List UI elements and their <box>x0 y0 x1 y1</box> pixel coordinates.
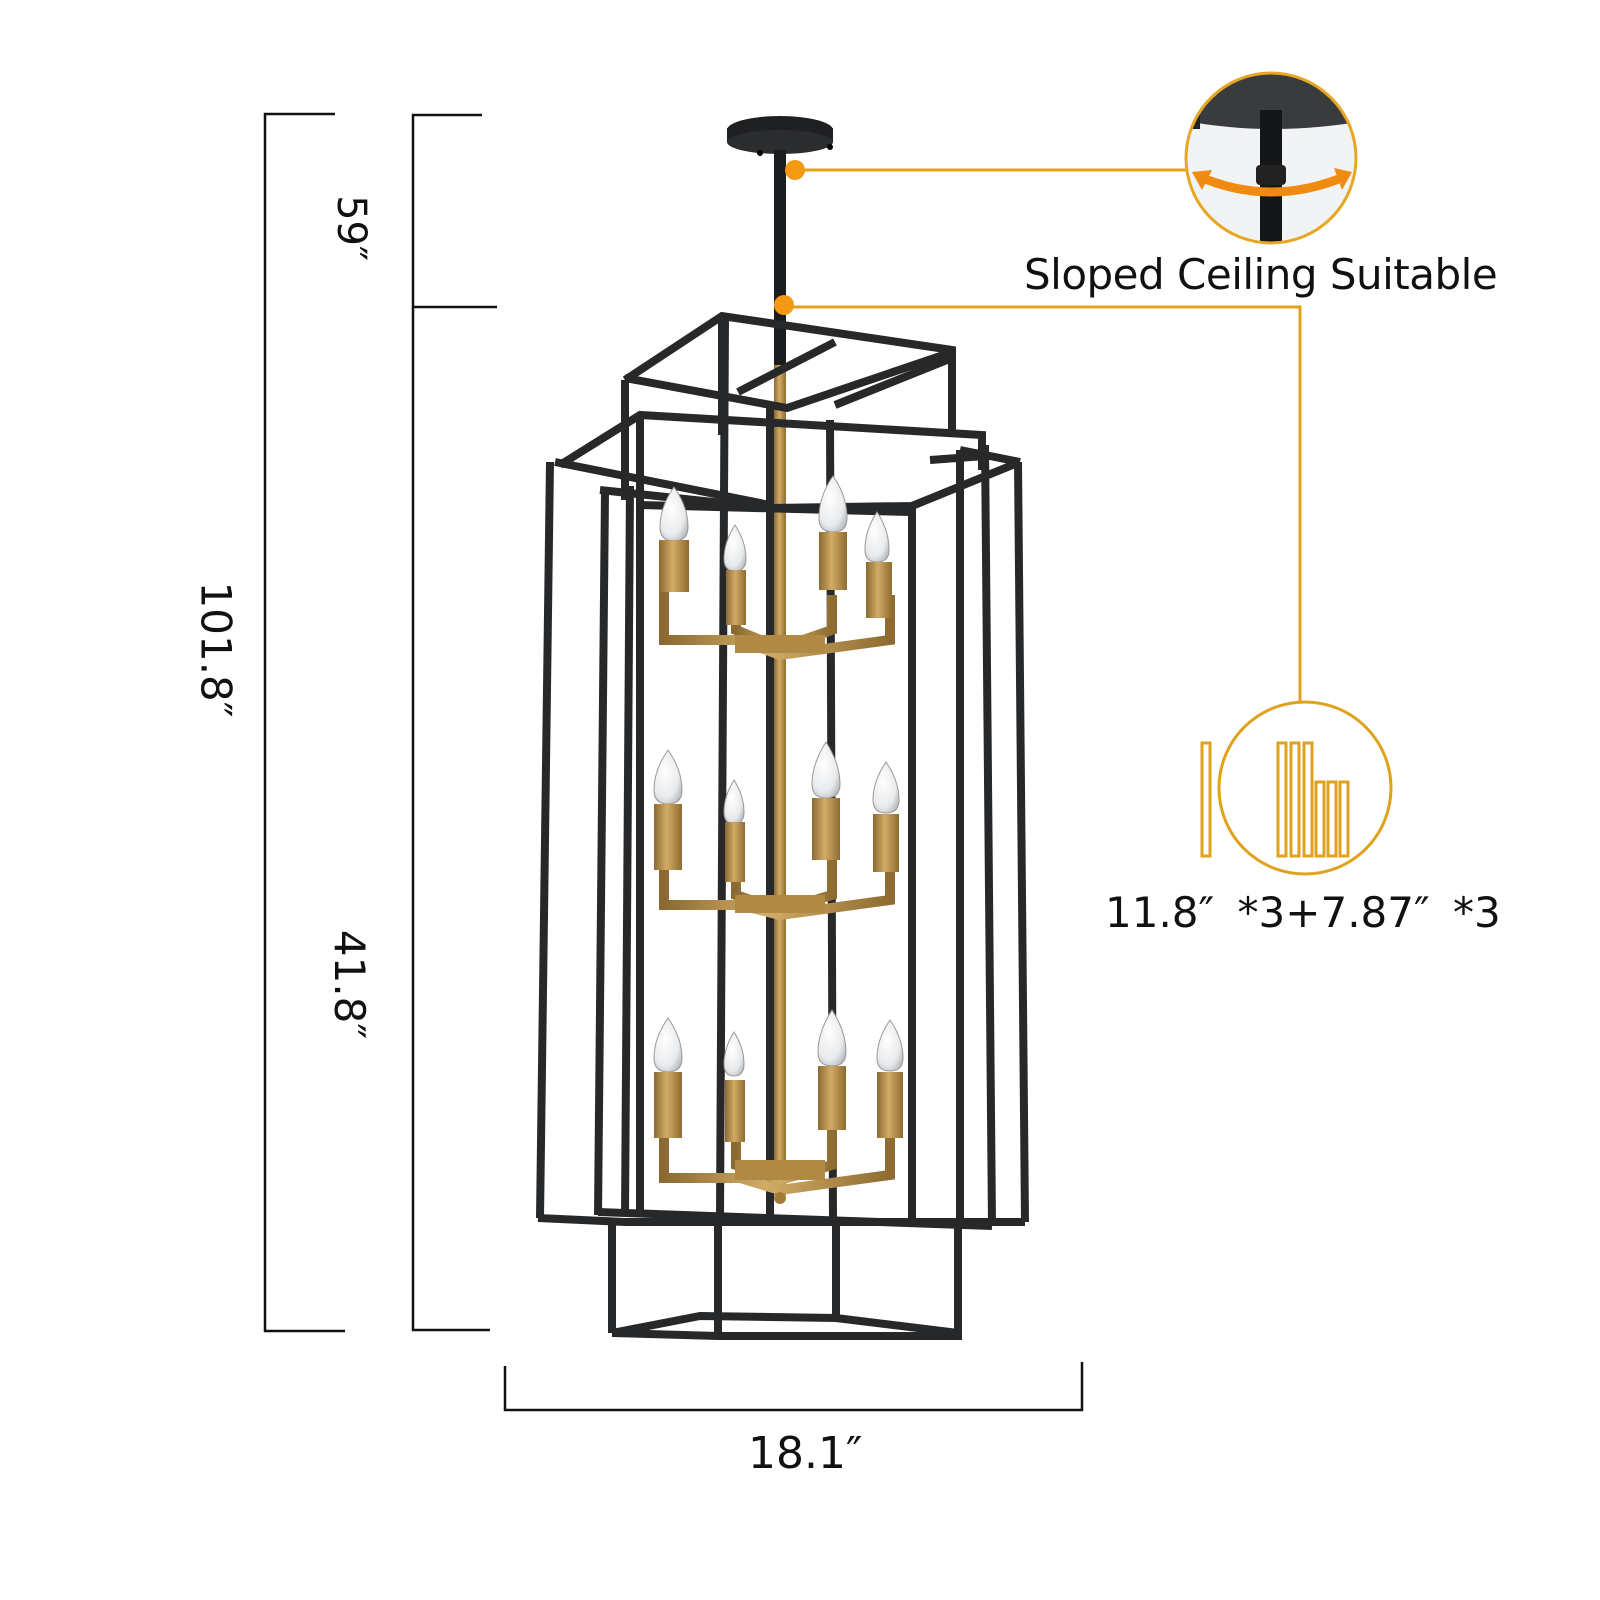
callout-dot-canopy <box>785 160 805 180</box>
rotate-arrow-icon <box>1196 171 1348 197</box>
bulb <box>872 761 900 872</box>
callout-rods <box>774 295 1302 702</box>
bulb <box>723 779 745 882</box>
dimension-bracket-overall <box>263 112 345 1333</box>
bulb <box>876 1019 904 1138</box>
bulb <box>659 486 689 592</box>
bulb <box>653 749 683 870</box>
dimension-bracket-width <box>503 1362 1084 1412</box>
width-label: 18.1″ <box>748 1428 863 1479</box>
bulb <box>811 741 841 860</box>
bulb <box>653 1017 683 1138</box>
extension-rods-label: 11.8″ *3+7.87″ *3 <box>1105 888 1501 937</box>
callout-sloped <box>785 160 1186 180</box>
tier-1 <box>659 475 895 661</box>
tier-3 <box>653 1009 904 1204</box>
tier-2 <box>653 741 900 921</box>
callout-dot-rod <box>774 295 794 315</box>
downrod <box>774 150 786 370</box>
swivel-joint-inset <box>1184 71 1358 245</box>
rods-icon <box>1200 741 1350 858</box>
chain-length-label: 59″ <box>327 195 374 261</box>
dimension-bracket-chain <box>411 113 497 309</box>
bulb <box>723 524 747 625</box>
brass-center-rod <box>774 365 786 1195</box>
light-tiers <box>653 475 904 1204</box>
bulb <box>818 475 848 590</box>
bulb <box>817 1009 847 1130</box>
body-height-label: 41.8″ <box>325 929 375 1040</box>
overall-height-label: 101.8″ <box>191 581 241 718</box>
bulb <box>864 511 892 618</box>
bulb <box>723 1031 745 1142</box>
ceiling-canopy <box>727 116 833 156</box>
rods-icon-group <box>1200 700 1393 876</box>
dimension-bracket-body <box>411 307 490 1332</box>
sloped-ceiling-label: Sloped Ceiling Suitable <box>1024 250 1498 299</box>
